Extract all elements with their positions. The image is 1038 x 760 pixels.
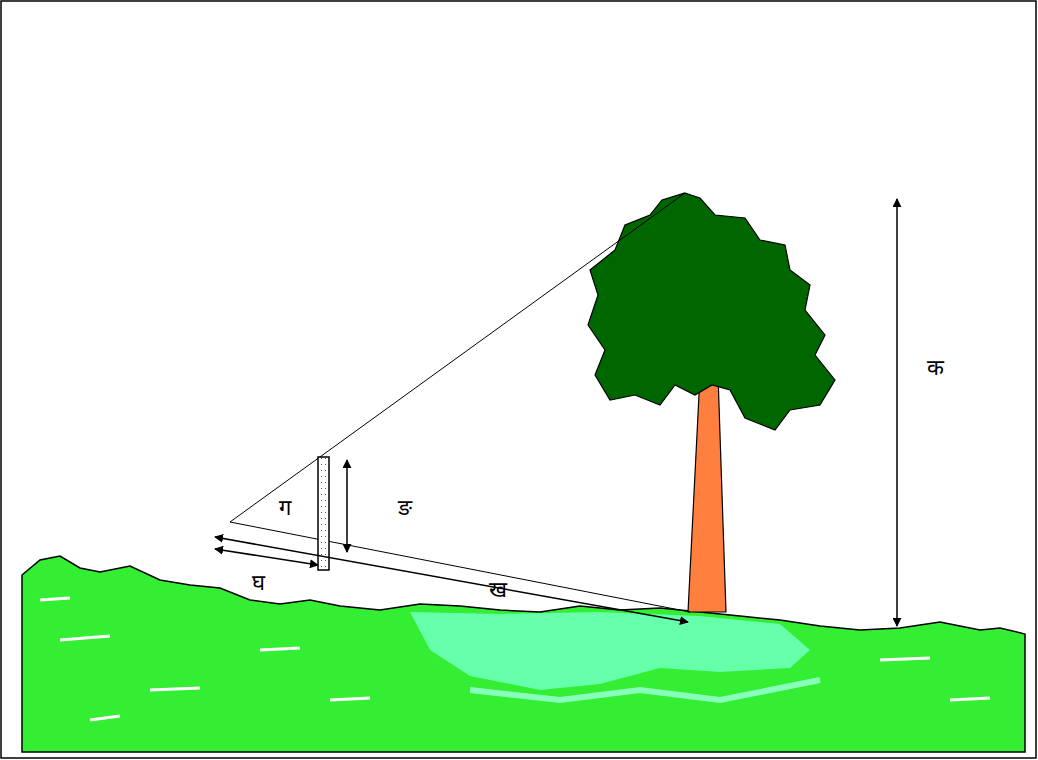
measuring-stick <box>318 457 329 570</box>
distance-arrow <box>215 537 688 622</box>
tree-trunk <box>688 375 726 612</box>
stick-distance-arrow <box>215 549 318 565</box>
stick-height-arrow <box>346 460 348 552</box>
ground-streak <box>470 680 820 700</box>
stick-height-label: ङ <box>398 496 412 520</box>
height-arrow <box>896 199 898 626</box>
stick-distance-label: घ <box>252 571 265 595</box>
sight-line-top <box>230 193 685 522</box>
ground-patch <box>410 612 810 690</box>
ground-texture <box>40 598 990 720</box>
angle-label: ग <box>279 496 291 520</box>
height-label: क <box>927 356 944 380</box>
distance-label: ख <box>489 578 507 602</box>
ground <box>22 556 1025 752</box>
sight-line-base <box>230 522 690 612</box>
tree-canopy <box>588 193 835 430</box>
